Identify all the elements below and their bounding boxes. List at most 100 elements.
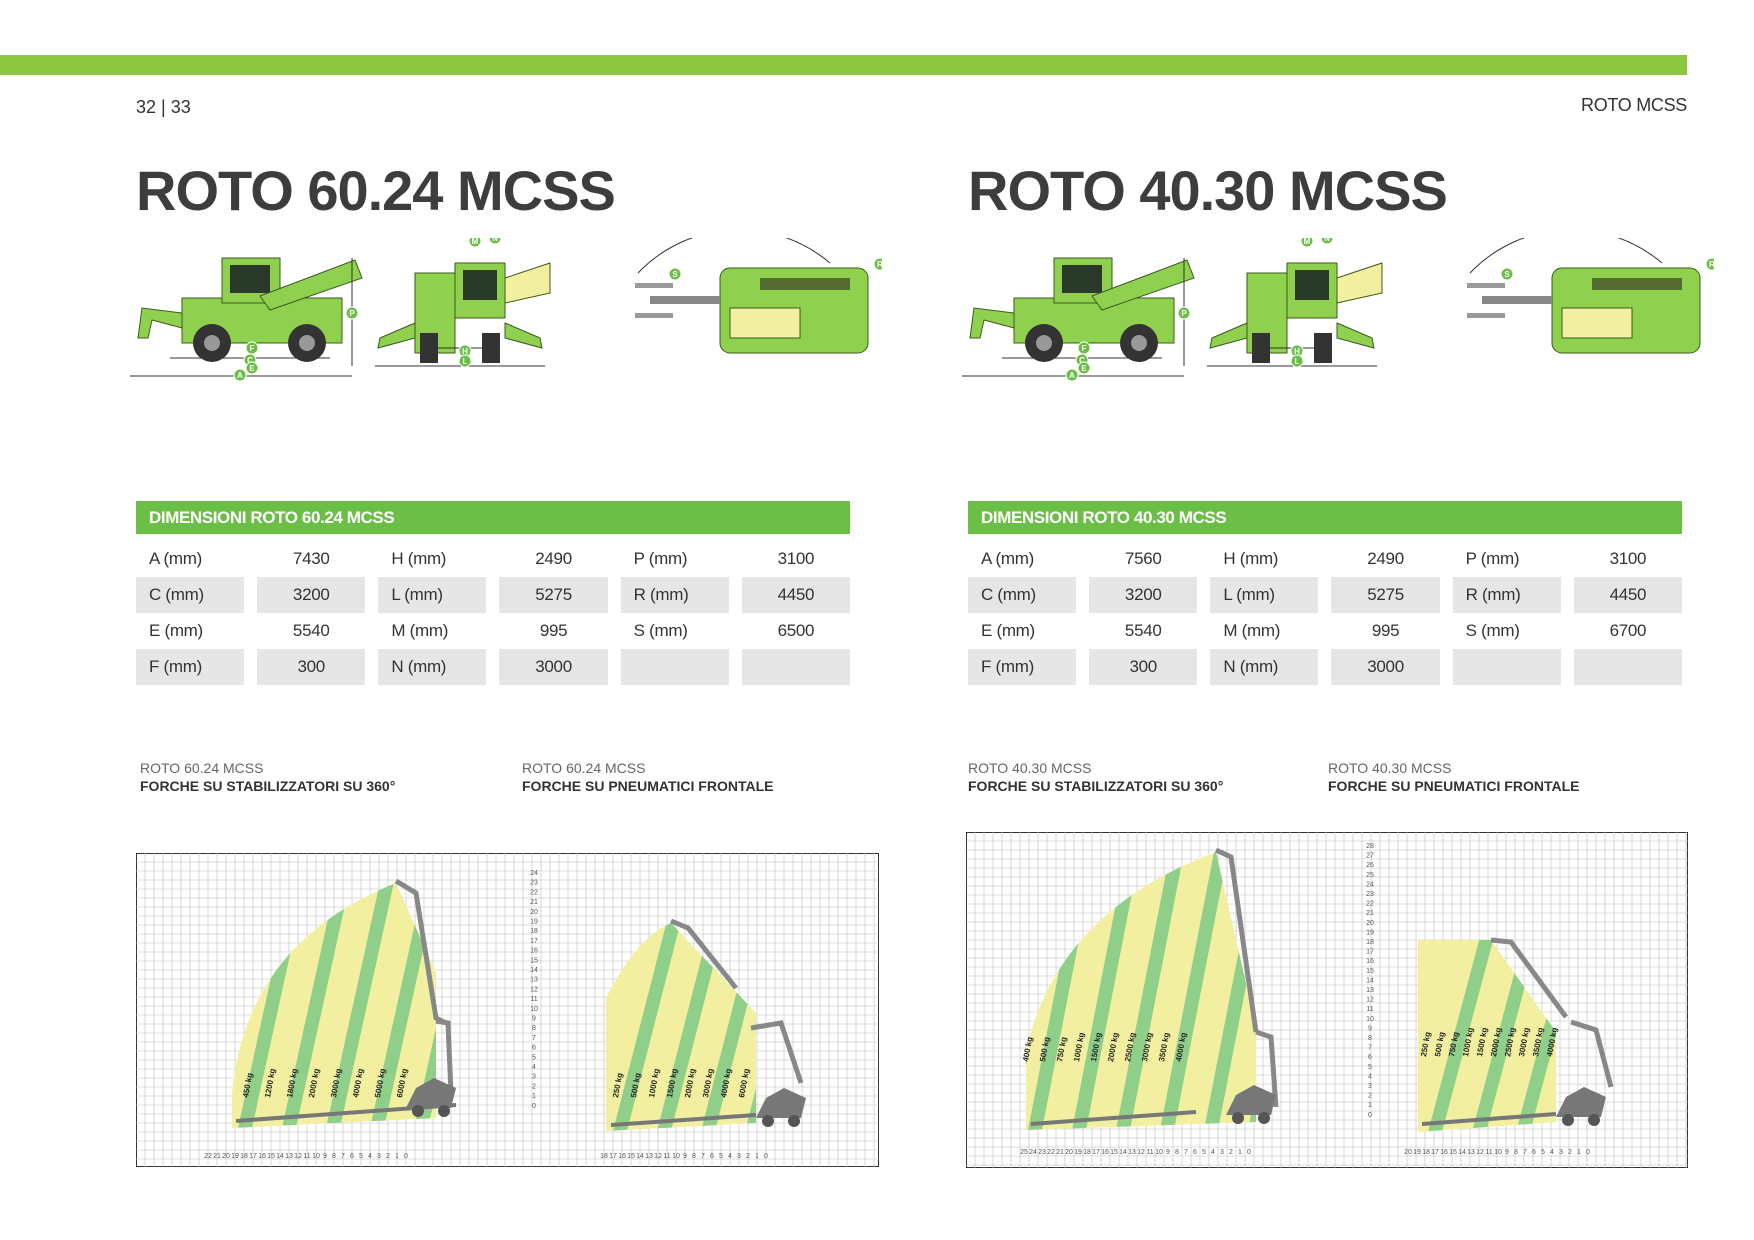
axis-tick-label: 22 xyxy=(1366,901,1374,908)
dim-value: 995 xyxy=(539,621,568,640)
axis-tick-label: 5 xyxy=(359,1153,363,1160)
axis-tick-label: 15 xyxy=(1449,1149,1457,1156)
machine-glyph-body xyxy=(406,1078,456,1108)
dim-value: 3100 xyxy=(1609,549,1647,568)
axis-tick-label: 5 xyxy=(1202,1149,1206,1156)
axis-tick-label: 23 xyxy=(1038,1149,1046,1156)
axis-tick-label: 7 xyxy=(341,1153,345,1160)
axis-tick-label: 12 xyxy=(1476,1149,1484,1156)
machine-glyph-wheel xyxy=(788,1115,800,1127)
front-boom xyxy=(504,262,551,304)
dimension-marker xyxy=(1500,267,1514,281)
dimension-marker-letter: L xyxy=(1295,357,1300,366)
dimension-marker-letter: N xyxy=(1324,238,1330,243)
top-boom xyxy=(1482,296,1552,304)
load-label: 750 kg xyxy=(1055,1036,1068,1062)
load-zone-band xyxy=(1072,852,1142,1130)
axis-tick-label: 20 xyxy=(222,1153,230,1160)
dim-label: E (mm) xyxy=(149,621,203,640)
dim-label: H (mm) xyxy=(1223,549,1279,568)
axis-tick-label: 2 xyxy=(1568,1149,1572,1156)
dim-label: F (mm) xyxy=(136,649,245,685)
dimension-marker-letter: N xyxy=(492,238,498,243)
axis-tick-label: 15 xyxy=(267,1153,275,1160)
axis-tick-label: 19 xyxy=(1366,929,1374,936)
axis-tick-label: 6 xyxy=(710,1153,714,1160)
dimension-marker-letter: S xyxy=(672,270,678,279)
axis-tick-label: 14 xyxy=(276,1153,284,1160)
front-wheel-left xyxy=(420,333,438,363)
dimension-marker-letter: H xyxy=(1294,347,1300,356)
dim-label: S (mm) xyxy=(633,621,688,640)
axis-tick-label: 22 xyxy=(204,1153,212,1160)
dim-value: 300 xyxy=(257,649,366,685)
axis-tick-label: 2 xyxy=(1368,1093,1372,1100)
axis-tick-label: 16 xyxy=(1101,1149,1109,1156)
axis-tick-label: 8 xyxy=(1175,1149,1179,1156)
axis-tick-label: 14 xyxy=(1366,977,1374,984)
axis-tick-label: 4 xyxy=(532,1064,536,1071)
axis-tick-label: 13 xyxy=(1467,1149,1475,1156)
load-zone-band xyxy=(282,883,352,1128)
axis-tick-label: 11 xyxy=(663,1153,670,1160)
axis-tick-label: 3 xyxy=(1220,1149,1224,1156)
axis-tick-label: 12 xyxy=(654,1153,662,1160)
dim-label: M (mm) xyxy=(1223,621,1281,640)
axis-tick-label: 21 xyxy=(1366,910,1374,917)
axis-tick-label: 1 xyxy=(1238,1149,1242,1156)
top-fork-lower xyxy=(1467,313,1505,318)
axis-tick-label: 20 xyxy=(1366,920,1374,927)
section-title: ROTO MCSS xyxy=(1581,95,1687,115)
dim-label: N (mm) xyxy=(1210,649,1319,685)
front-wheel-right xyxy=(482,333,500,363)
axis-tick-label: 15 xyxy=(1366,968,1374,975)
front-stabilizer-right xyxy=(1336,322,1375,349)
dim-label: H (mm) xyxy=(391,549,447,568)
axis-tick-label: 1 xyxy=(1368,1102,1372,1109)
dimension-marker-letter: P xyxy=(349,309,355,318)
axis-tick-label: 24 xyxy=(1366,881,1374,888)
dimension-marker xyxy=(345,306,359,320)
boom-raised xyxy=(1214,847,1259,1033)
axis-tick-label: 12 xyxy=(294,1153,302,1160)
axis-tick-label: 5 xyxy=(1368,1064,1372,1071)
dimensions-table-header-right: DIMENSIONI ROTO 40.30 MCSS xyxy=(968,501,1682,534)
machine-glyph-wheel xyxy=(1588,1114,1600,1126)
axis-tick-label: 1 xyxy=(395,1153,399,1160)
dim-label: L (mm) xyxy=(378,577,487,613)
axis-tick-label: 5 xyxy=(1541,1149,1545,1156)
load-zone-band xyxy=(414,883,436,1128)
machine-glyph-wheel xyxy=(1562,1114,1574,1126)
axis-tick-label: 10 xyxy=(312,1153,320,1160)
dimension-marker xyxy=(245,361,259,375)
axis-tick-label: 7 xyxy=(1368,1045,1372,1052)
axis-tick-label: 0 xyxy=(532,1103,536,1110)
axis-tick-label: 28 xyxy=(1366,843,1374,850)
axis-tick-label: 26 xyxy=(1366,862,1374,869)
axis-tick-label: 3 xyxy=(377,1153,381,1160)
axis-tick-label: 4 xyxy=(728,1153,732,1160)
axis-tick-label: 3 xyxy=(737,1153,741,1160)
axis-tick-label: 1 xyxy=(1577,1149,1581,1156)
dimension-marker-letter: E xyxy=(249,364,255,373)
dimension-marker-letter: H xyxy=(462,347,468,356)
top-cab xyxy=(729,307,801,339)
load-zone-stabilizers xyxy=(1026,852,1256,1130)
axis-tick-label: 17 xyxy=(1092,1149,1100,1156)
side-boom xyxy=(1091,259,1195,311)
axis-tick-label: 10 xyxy=(1366,1016,1374,1023)
machine-glyph-wheel xyxy=(438,1105,450,1117)
load-label: 400 kg xyxy=(1021,1036,1034,1062)
dim-label: R (mm) xyxy=(620,577,729,613)
axis-tick-label: 13 xyxy=(285,1153,293,1160)
axis-tick-label: 8 xyxy=(692,1153,696,1160)
load-zone-band xyxy=(1204,852,1256,1130)
front-stabilizer-left xyxy=(377,322,416,349)
side-hub-rear xyxy=(1131,335,1147,351)
dimension-marker-letter: S xyxy=(1504,270,1510,279)
dim-value: 3200 xyxy=(1089,577,1198,613)
side-boom xyxy=(259,259,363,311)
top-accent-bar xyxy=(0,55,1687,75)
dim-value: 4450 xyxy=(741,577,850,613)
